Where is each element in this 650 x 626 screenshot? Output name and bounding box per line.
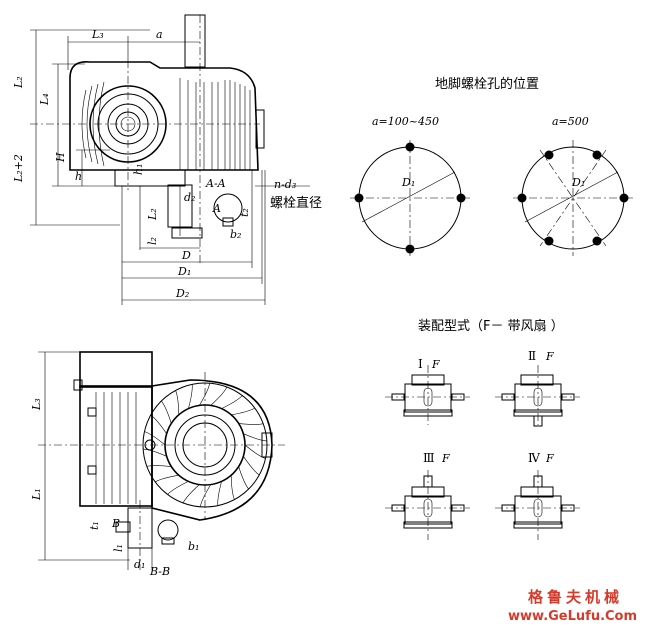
fan-blade xyxy=(188,384,193,409)
dim-D2: D₂ xyxy=(175,287,189,300)
section-AA: A-A xyxy=(205,177,226,190)
bolt-diameter-label: 螺栓直径 xyxy=(270,196,322,211)
dim-d1: d₁ xyxy=(134,558,145,571)
bolt-hole xyxy=(405,142,415,152)
fan-blade xyxy=(217,481,222,506)
section-marker-A: A xyxy=(212,202,221,215)
bolt-hole-title: 地脚螺栓孔的位置 xyxy=(435,76,539,92)
fan-blade xyxy=(221,395,243,409)
fan-blade xyxy=(238,423,264,425)
section-marker-B: B xyxy=(111,517,120,530)
circle1-D1: D₁ xyxy=(401,176,415,189)
dim-D1: D₁ xyxy=(177,265,191,278)
bolt-hole xyxy=(354,193,364,203)
dim-nd3: n-d₃ xyxy=(274,178,296,191)
type-4-f: F xyxy=(545,452,554,465)
circle1-label: a=100~450 xyxy=(372,115,439,128)
circle2-D1: D₁ xyxy=(571,176,585,189)
fan-blade xyxy=(210,386,228,406)
assembly-type-3 xyxy=(385,470,470,540)
assembly-type-4 xyxy=(495,470,580,540)
fan-blade xyxy=(230,475,235,500)
type-2-f: F xyxy=(545,350,554,363)
type-2-roman: Ⅱ xyxy=(528,349,536,363)
type-3-f: F xyxy=(441,452,450,465)
bolt-hole xyxy=(456,193,466,203)
fan-blade xyxy=(167,481,189,495)
bolt-hole xyxy=(619,193,629,203)
fan-blade xyxy=(238,466,249,490)
bolt-hole xyxy=(592,150,602,160)
watermark-url: www.GeLufu.Com xyxy=(508,609,637,624)
dim-d2: d₂ xyxy=(184,191,195,204)
fan-blade xyxy=(231,407,255,416)
dim-L2: L₂ xyxy=(12,76,25,89)
fan-blade xyxy=(150,414,167,434)
dim-b1: b₁ xyxy=(188,540,199,553)
dim-H: H xyxy=(54,152,67,163)
dim-L3: L₃ xyxy=(91,28,104,41)
bolt-hole xyxy=(544,236,554,246)
bolt-hole xyxy=(592,236,602,246)
dim-t2: t₂ xyxy=(238,208,251,217)
dim-l1: l₁ xyxy=(112,544,125,552)
fan-blade xyxy=(243,433,267,442)
fan-blade xyxy=(155,474,179,483)
watermark-cn: 格鲁夫机械 xyxy=(528,588,623,606)
dim-l2: l₂ xyxy=(146,237,159,245)
fan-blade xyxy=(144,431,166,446)
front-view-gearbox xyxy=(38,351,285,570)
dim-b2: b₂ xyxy=(230,228,241,241)
dim-a: a xyxy=(156,28,163,41)
fan-blade xyxy=(182,484,200,504)
bolt-hole xyxy=(405,244,415,254)
fan-blade xyxy=(161,400,172,424)
fan-blade xyxy=(199,383,211,406)
assembly-title: 装配型式（F－ 带风扇 ） xyxy=(418,318,564,334)
bolt-hole xyxy=(544,150,554,160)
bolt-circle-a100-450 xyxy=(350,140,470,256)
type-4-roman: Ⅳ xyxy=(528,451,541,465)
top-view-gearbox xyxy=(30,14,310,305)
fan-blade xyxy=(146,465,172,467)
dim-L2-small: L₂ xyxy=(146,208,159,221)
dim-D: D xyxy=(181,249,191,262)
section-BB: B-B xyxy=(149,565,170,578)
dim-h1: h₁ xyxy=(132,164,145,176)
dim-L4: L₄ xyxy=(38,93,51,106)
assembly-type-1 xyxy=(385,365,470,425)
dim-L1: L₁ xyxy=(30,488,43,501)
bolt-circle-a500 xyxy=(513,140,633,256)
dim-h: h xyxy=(75,170,82,183)
type-3-roman: Ⅲ xyxy=(423,451,435,465)
circle2-label: a=500 xyxy=(552,115,589,128)
fan-blade xyxy=(244,444,266,459)
fan-blade xyxy=(143,448,167,457)
dim-L3-front: L₃ xyxy=(30,398,43,411)
fan-blade xyxy=(199,484,211,507)
fan-blade xyxy=(243,456,260,476)
type-1-roman: Ⅰ xyxy=(418,357,423,371)
dim-t1: t₁ xyxy=(88,521,101,530)
dim-L2-plus-2: L₂+2 xyxy=(12,154,25,183)
assembly-type-2 xyxy=(495,365,580,427)
fan-blade xyxy=(175,390,180,415)
type-1-f: F xyxy=(431,358,440,371)
bolt-hole xyxy=(517,193,527,203)
